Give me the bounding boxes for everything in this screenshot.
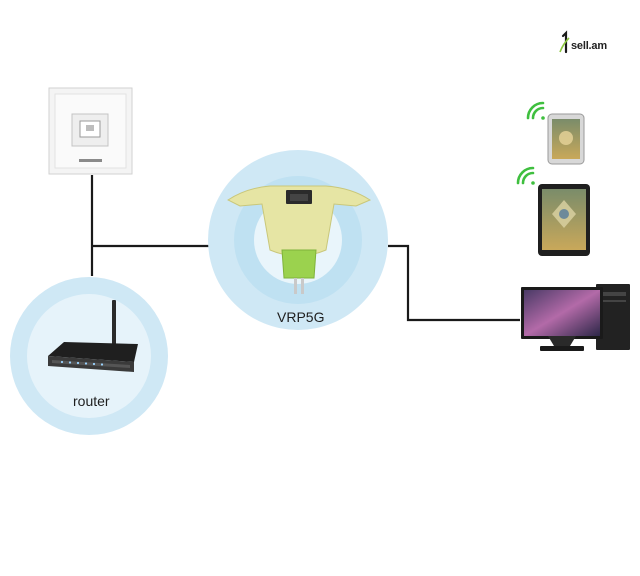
wifi-signal-icon <box>526 101 545 120</box>
brand-logo-mark <box>559 30 570 54</box>
router-label: router <box>73 393 110 409</box>
wifi-extender-icon <box>227 185 372 294</box>
brand-logo-text: sell.am <box>571 40 607 52</box>
desktop-computer-icon <box>521 284 630 351</box>
tablet-icon <box>538 184 590 256</box>
smartphone-icon <box>547 113 585 165</box>
router-icon <box>48 300 138 372</box>
ethernet-wall-outlet-icon <box>48 87 133 175</box>
wifi-signal-icon <box>516 166 535 185</box>
connection-wires <box>90 175 520 322</box>
wire-extender-to-desktop <box>388 244 520 322</box>
extender-label: VRP5G <box>277 309 325 325</box>
